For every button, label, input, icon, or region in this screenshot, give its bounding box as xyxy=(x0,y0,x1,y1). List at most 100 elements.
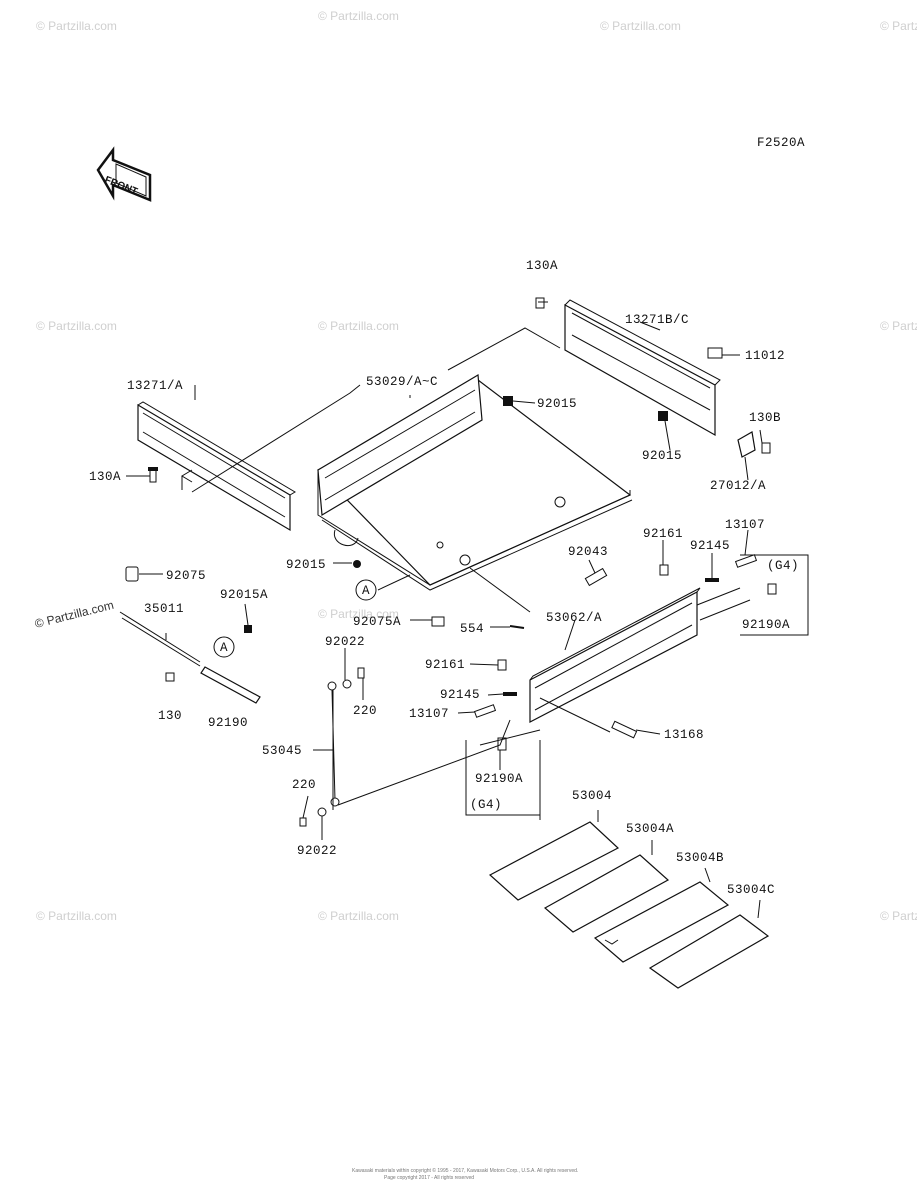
front-arrow-icon: FRONT xyxy=(96,146,152,202)
callout-92190A: 92190A xyxy=(742,618,790,632)
callout-53062A: 53062/A xyxy=(546,611,602,625)
pin-13107-mid xyxy=(473,704,497,718)
watermark-text: © Partzilla.com xyxy=(880,319,917,333)
mat-53004 xyxy=(488,821,620,901)
watermark-text: © Partzilla.com xyxy=(318,607,399,621)
callout-labels: 130A 13271B/C 11012 53029/A~C 92015 1327… xyxy=(89,259,799,897)
g4-box-bottom xyxy=(465,740,541,816)
callout-92145: 92145 xyxy=(440,688,480,702)
nut-92015-mid xyxy=(503,396,513,406)
side-panel-right xyxy=(564,299,721,437)
cap-92075 xyxy=(125,566,139,582)
nut-92015A xyxy=(244,625,252,633)
callout-92075: 92075 xyxy=(166,569,206,583)
latch-13168 xyxy=(611,720,638,739)
callout-35011: 35011 xyxy=(144,602,184,616)
ref-a-label: A xyxy=(362,584,370,598)
clip-92161-mid xyxy=(497,659,507,671)
mat-53004C xyxy=(648,914,770,989)
callout-53045: 53045 xyxy=(262,744,302,758)
callout-53004C: 53004C xyxy=(727,883,775,897)
spring-92145-top xyxy=(705,578,719,582)
cap-92190A-bottom xyxy=(497,737,507,751)
nut-92015-right xyxy=(658,411,668,421)
bolt-130A-top xyxy=(535,297,545,309)
callout-92043: 92043 xyxy=(568,545,608,559)
pin-554 xyxy=(509,625,525,629)
callout-92015A: 92015A xyxy=(220,588,268,602)
callout-130: 130 xyxy=(158,709,182,723)
pin-92043 xyxy=(584,567,608,587)
ref-circle-a-rod: A xyxy=(213,636,235,658)
g4-box-right xyxy=(740,554,809,636)
watermark-text: © Partzilla.com xyxy=(880,19,917,33)
callout-27012A: 27012/A xyxy=(710,479,766,493)
mat-53004A xyxy=(543,854,670,933)
callout-53004A: 53004A xyxy=(626,822,674,836)
callout-92022: 92022 xyxy=(325,635,365,649)
callout-g4: (G4) xyxy=(470,798,502,812)
callout-53004B: 53004B xyxy=(676,851,724,865)
watermarks: © Partzilla.com © Partzilla.com © Partzi… xyxy=(33,9,917,923)
washer-92022-bottom xyxy=(317,807,327,817)
watermark-text: © Partzilla.com xyxy=(880,909,917,923)
cap-11012 xyxy=(707,347,723,359)
figure-code: F2520A xyxy=(757,136,805,150)
plate-92075A xyxy=(431,616,445,627)
mat-53004B xyxy=(593,881,730,963)
callout-53004: 53004 xyxy=(572,789,612,803)
bolt-130B xyxy=(761,442,771,454)
callout-92190: 92190 xyxy=(208,716,248,730)
watermark-text: © Partzilla.com xyxy=(36,909,117,923)
watermark-text: © Partzilla.com xyxy=(318,9,399,23)
bolt-220-bottom xyxy=(299,817,307,827)
washer-92022-top xyxy=(342,679,352,689)
callout-13107: 13107 xyxy=(409,707,449,721)
callout-220: 220 xyxy=(353,704,377,718)
callout-92145: 92145 xyxy=(690,539,730,553)
callout-92015: 92015 xyxy=(642,449,682,463)
watermark-text: © Partzilla.com xyxy=(600,19,681,33)
callout-13271BC: 13271B/C xyxy=(625,313,689,327)
side-panel-left xyxy=(137,401,296,532)
copyright-line1: Kawasaki materials within copyright © 19… xyxy=(352,1167,578,1174)
tailgate xyxy=(529,587,701,723)
cap-92190A-right xyxy=(767,583,777,595)
callout-92161: 92161 xyxy=(643,527,683,541)
watermark-text-dark: © Partzilla.com xyxy=(33,598,115,631)
rod-35011 xyxy=(119,611,201,667)
callout-92015: 92015 xyxy=(286,558,326,572)
watermark-text: © Partzilla.com xyxy=(36,19,117,33)
ref-a-label: A xyxy=(220,641,228,655)
callout-554: 554 xyxy=(460,622,484,636)
callout-130A: 130A xyxy=(526,259,558,273)
clip-92161-top xyxy=(659,564,669,576)
spring-92145-mid xyxy=(503,692,517,696)
watermark-text: © Partzilla.com xyxy=(36,319,117,333)
callout-g4: (G4) xyxy=(767,559,799,573)
bolt-220-top xyxy=(357,667,365,679)
watermark-text: © Partzilla.com xyxy=(318,319,399,333)
callout-13168: 13168 xyxy=(664,728,704,742)
callout-130B: 130B xyxy=(749,411,781,425)
callout-13107: 13107 xyxy=(725,518,765,532)
copyright-line2: Page copyright 2017 - All rights reserve… xyxy=(384,1175,474,1181)
nut-92015-bottom xyxy=(353,560,361,568)
watermark-text: © Partzilla.com xyxy=(318,909,399,923)
bolt-130 xyxy=(165,672,175,682)
sleeve-92190 xyxy=(200,666,261,704)
callout-92075A: 92075A xyxy=(353,615,401,629)
callout-220: 220 xyxy=(292,778,316,792)
callout-92161: 92161 xyxy=(425,658,465,672)
pin-13107-top xyxy=(734,554,758,568)
callout-92022: 92022 xyxy=(297,844,337,858)
callout-130A: 130A xyxy=(89,470,121,484)
bolt-130A-left xyxy=(148,467,158,483)
ref-circle-a-main: A xyxy=(355,579,377,601)
callout-92015: 92015 xyxy=(537,397,577,411)
callout-13271A: 13271/A xyxy=(127,379,183,393)
cargo-bed xyxy=(317,373,633,591)
callout-92190A: 92190A xyxy=(475,772,523,786)
callout-53029: 53029/A~C xyxy=(366,375,438,389)
